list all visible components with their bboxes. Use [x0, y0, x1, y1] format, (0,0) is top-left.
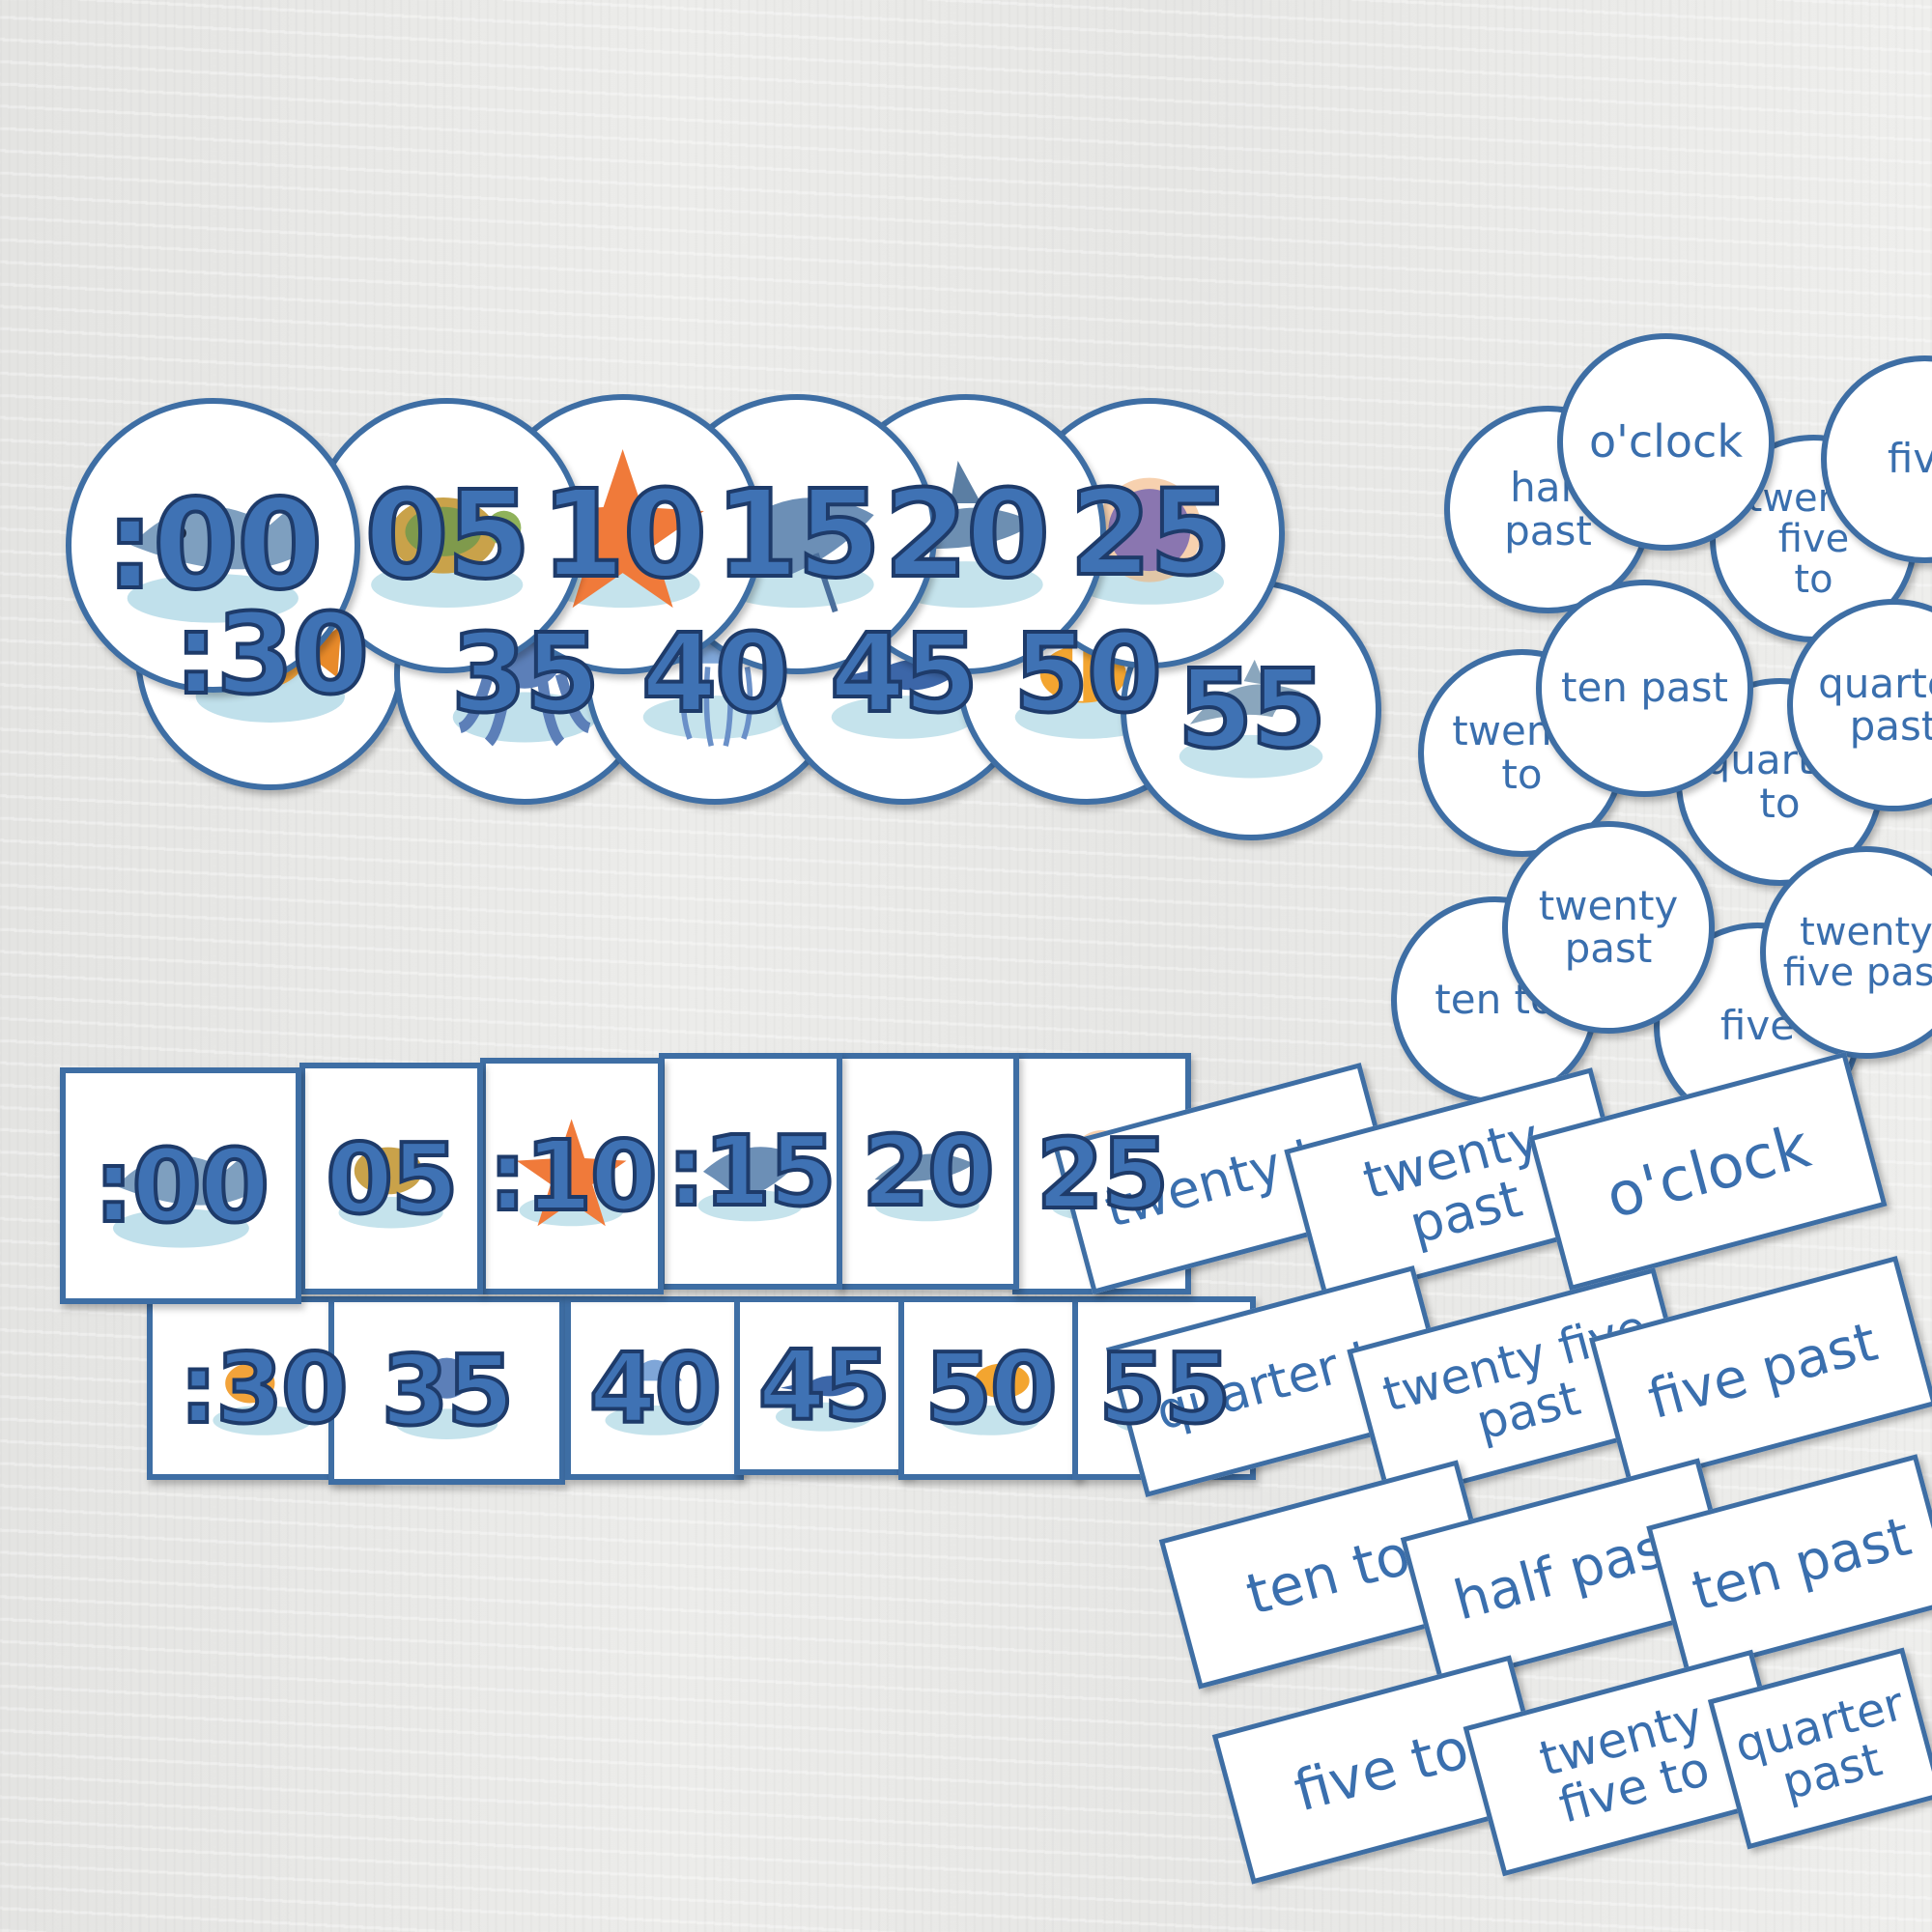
minute-number: 05: [324, 1121, 460, 1237]
whale-icon: [127, 500, 299, 623]
square-minute-card-50[interactable]: 50: [898, 1296, 1082, 1480]
minute-number: 45: [756, 1327, 893, 1444]
minute-number: :30: [172, 588, 371, 722]
minute-number: :10: [486, 1118, 658, 1235]
minute-number: 50: [1011, 610, 1164, 739]
square-minute-card-20[interactable]: 20: [836, 1053, 1019, 1290]
phrase-text: ten past: [1685, 1504, 1918, 1624]
minute-number: 55: [1176, 645, 1328, 775]
minute-number: 20: [860, 1113, 996, 1230]
minute-number: 05: [363, 464, 533, 608]
round-phrase-card-twenty-past[interactable]: twenty past: [1502, 821, 1715, 1034]
minute-number: 40: [639, 610, 792, 739]
round-phrase-card-oclock[interactable]: o'clock: [1557, 333, 1775, 551]
square-minute-card-00[interactable]: :00: [60, 1067, 301, 1304]
minute-number: 25: [1035, 1116, 1171, 1233]
phrase-text: o'clock: [1589, 415, 1743, 469]
swordfish-icon: [775, 1376, 872, 1432]
minute-number: 40: [587, 1330, 724, 1447]
minute-number: 10: [539, 463, 709, 607]
phrase-text: twenty five past: [1782, 910, 1932, 995]
minute-number: 25: [1067, 463, 1234, 604]
starfish-icon: [541, 448, 705, 609]
shark-icon: [874, 1152, 980, 1221]
square-minute-card-45[interactable]: 45: [734, 1296, 913, 1475]
octopus-icon: [395, 1357, 498, 1439]
turtle-icon: [338, 1147, 444, 1229]
minute-number: :00: [92, 1125, 271, 1247]
phrase-text: five past: [1641, 1310, 1884, 1432]
stingray-icon: [697, 1146, 804, 1221]
jellyfish-icon: [605, 1359, 704, 1435]
round-minute-card-05[interactable]: 05: [309, 398, 584, 673]
fish-icon: [213, 1363, 313, 1435]
phrase-text: twenty past: [1356, 1105, 1547, 1256]
whale-icon: [112, 1150, 249, 1248]
minute-number: :00: [103, 471, 325, 619]
square-minute-card-15[interactable]: :15: [659, 1053, 842, 1290]
pufferfish-icon: [1074, 477, 1225, 605]
minute-number: 15: [713, 463, 883, 607]
phrase-text: five to: [1287, 1715, 1476, 1825]
square-minute-card-40[interactable]: 40: [565, 1296, 744, 1480]
dolphin-icon: [1179, 659, 1323, 779]
minute-number: 45: [828, 610, 980, 739]
minute-number: :30: [177, 1330, 350, 1447]
square-minute-card-35[interactable]: 35: [328, 1296, 565, 1485]
phrase-text: five: [1887, 435, 1932, 483]
minute-number: :15: [665, 1113, 837, 1230]
phrase-text: ten to: [1239, 1520, 1417, 1628]
clownfish-icon: [940, 1363, 1040, 1435]
round-phrase-card-twenty-five-past[interactable]: twenty five past: [1760, 846, 1932, 1059]
square-minute-card-10[interactable]: :10: [480, 1058, 664, 1294]
round-minute-card-00[interactable]: :00: [66, 398, 360, 693]
turtle-icon: [370, 497, 524, 609]
square-minute-card-05[interactable]: 05: [299, 1063, 483, 1294]
minute-number: 20: [882, 463, 1052, 607]
phrase-text: quarter past: [1729, 1676, 1910, 1811]
phrase-text: twenty five to: [1533, 1690, 1716, 1834]
round-phrase-card-ten-past[interactable]: ten past: [1536, 580, 1753, 797]
phrase-text: ten past: [1560, 664, 1729, 712]
minute-number: 35: [449, 610, 602, 739]
phrase-text: quarter past: [1818, 659, 1932, 750]
phrase-text: twenty past: [1538, 881, 1679, 972]
starfish-icon: [517, 1118, 627, 1226]
minute-number: 50: [923, 1330, 1059, 1447]
minute-number: 55: [1096, 1330, 1233, 1447]
stingray-icon: [719, 497, 875, 612]
phrase-text: o'clock: [1599, 1110, 1817, 1233]
minute-number: 35: [380, 1332, 516, 1449]
